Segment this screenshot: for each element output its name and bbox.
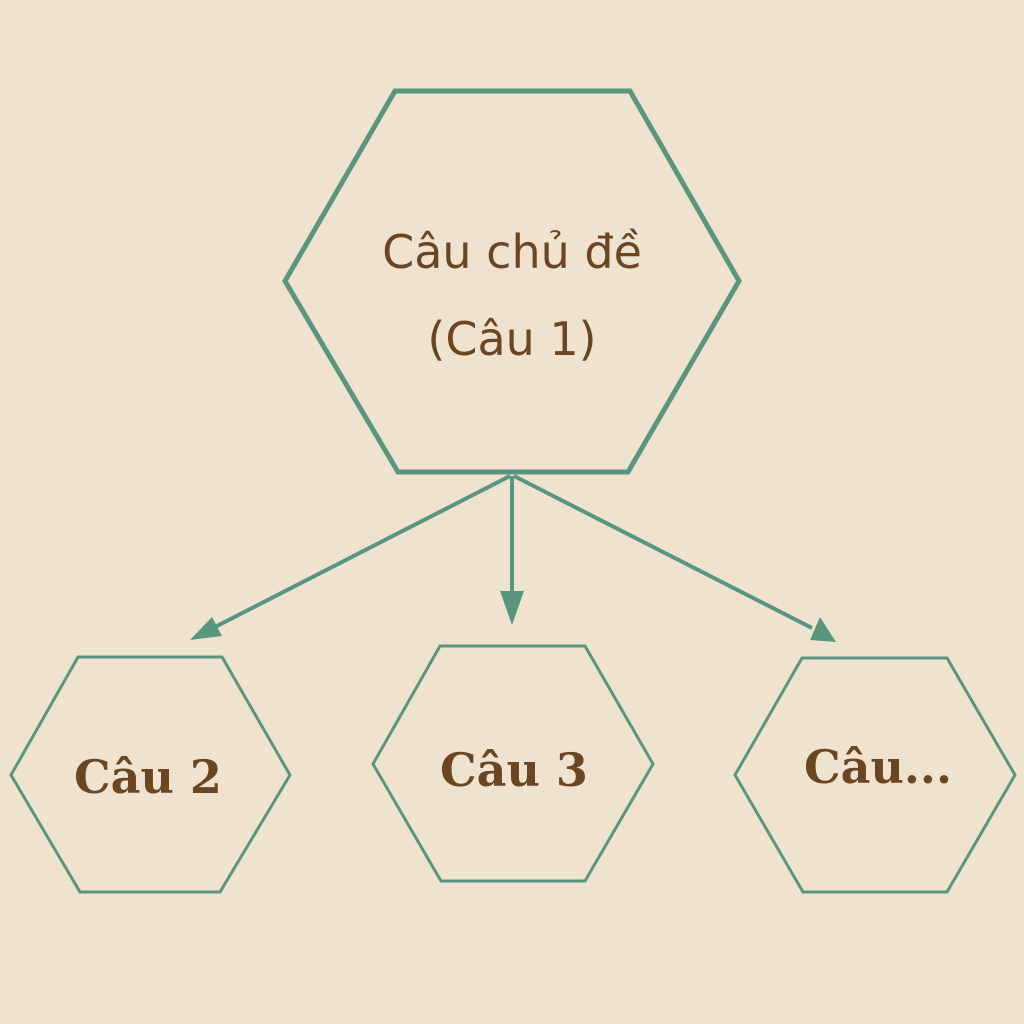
arrowhead-icon — [810, 617, 836, 642]
child-node-cau-2: Câu 2 — [9, 655, 292, 894]
child-label: Câu 3 — [440, 743, 588, 797]
topic-hexagon — [282, 88, 742, 475]
child-node-cau-3: Câu 3 — [371, 644, 655, 883]
arrowhead-icon — [500, 591, 524, 625]
child-node-cau-more: Câu... — [733, 656, 1017, 894]
arrow-to-cau-2 — [214, 474, 511, 629]
topic-label-line1: Câu chủ đề — [382, 225, 642, 279]
child-hexagon — [9, 655, 292, 894]
child-hexagon — [371, 644, 655, 883]
topic-label-line2: (Câu 1) — [427, 312, 596, 366]
arrows — [190, 474, 836, 642]
child-label: Câu 2 — [74, 750, 222, 804]
child-label: Câu... — [804, 740, 952, 794]
arrow-to-cau-more — [513, 474, 813, 630]
topic-node: Câu chủ đề (Câu 1) — [282, 88, 742, 475]
arrowhead-icon — [190, 617, 222, 640]
child-hexagon — [733, 656, 1017, 894]
